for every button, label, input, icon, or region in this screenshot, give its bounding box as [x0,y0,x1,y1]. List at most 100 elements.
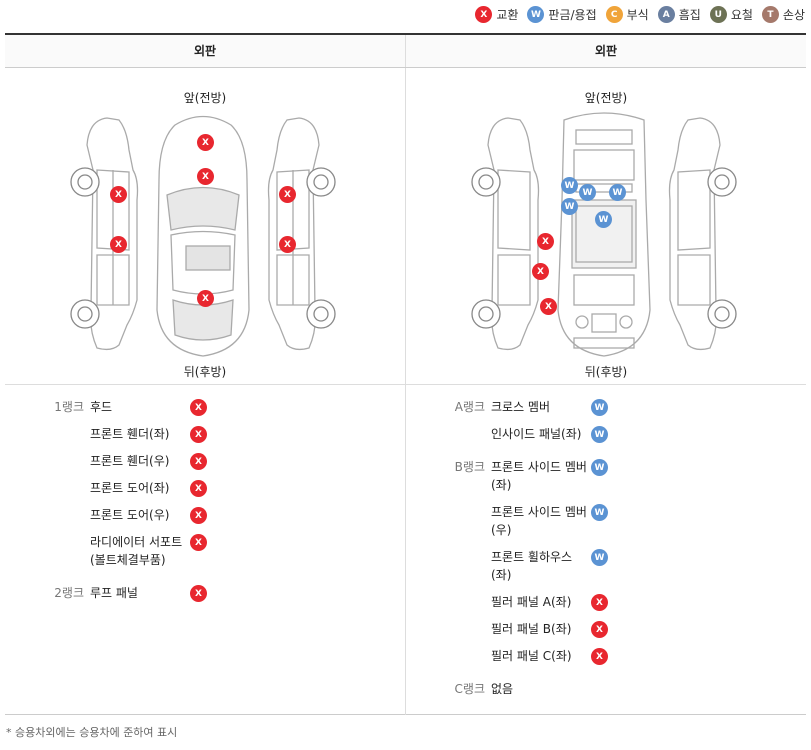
part-mark-icon: X [591,594,608,611]
part-name: 인사이드 패널(좌) [491,427,582,441]
part-row: 프론트 사이드 멤버(좌)W [491,458,608,494]
mark-hood-front-x-icon: X [197,134,214,151]
legend-symbol-icon: C [605,6,623,23]
column-header-row: 외판 외판 [5,35,806,68]
legend-symbol-icon: W [527,6,545,23]
part-mark-icon: W [591,504,608,521]
exterior-diagram: 앞(전방) [5,68,405,385]
part-name: 없음 [491,682,514,696]
mark-side-member-right-w-icon: W [609,184,626,201]
part-row: 프론트 휀더(좌) X [90,425,207,443]
part-row: 필러 패널 B(좌) X [491,620,608,638]
car-frame-illustration [471,112,737,357]
part-name: 필러 패널 B(좌) [491,622,572,636]
part-name: 프론트 휀더(우) [90,454,170,468]
part-row: 프론트 휠하우스(좌)W [491,548,608,584]
mark-pillar-c-x-icon: X [540,298,557,315]
part-row: 프론트 도어(좌) X [90,479,207,497]
part-mark-icon: X [591,648,608,665]
part-mark-icon: X [190,426,207,443]
legend-symbol-icon: X [475,6,493,23]
part-row: 프론트 도어(우) X [90,506,207,524]
part-row: 인사이드 패널(좌) W [491,425,608,443]
part-mark-icon: W [591,549,608,566]
rear-label: 뒤(후방) [584,365,628,379]
mark-door-left-x-icon: X [110,236,127,253]
part-name: 프론트 사이드 멤버(우) [491,505,587,537]
part-mark-icon: W [591,459,608,476]
part-row: 프론트 휀더(우)X [90,452,207,470]
part-row: 라디에이터 서포트(볼트체결부품) X [90,533,207,569]
legend-label: 판금/용접 [548,8,597,22]
mark-inside-panel-w-icon: W [561,198,578,215]
rank-label: 1랭크 [54,400,84,414]
mark-cross-member-w-icon: W [561,177,578,194]
part-mark-icon: X [591,621,608,638]
mark-pillar-a-x-icon: X [537,233,554,250]
inspection-table: 외판 외판 앞(전방) [5,33,806,715]
mark-door-right-x-icon: X [279,236,296,253]
left-panel-title: 외판 [193,44,217,58]
left-panel: 앞(전방) [5,68,405,715]
mark-fender-right-x-icon: X [279,186,296,203]
rank-label: A랭크 [454,400,485,414]
part-row: 후드 X [90,398,207,416]
part-name: 필러 패널 A(좌) [491,595,572,609]
part-mark-icon: X [190,480,207,497]
legend-label: 요철 [730,8,753,22]
part-mark-icon: X [190,585,207,602]
car-exterior-illustration [70,115,336,357]
part-mark-icon: W [591,399,608,416]
part-mark-icon: X [190,399,207,416]
part-mark-icon: X [190,507,207,524]
rank-label: 2랭크 [54,586,84,600]
legend-label: 부식 [626,8,649,22]
part-row: 없음 [491,680,591,698]
part-name: 프론트 도어(좌) [90,481,170,495]
mark-wheelhouse-w-icon: W [595,211,612,228]
front-label: 앞(전방) [584,91,628,105]
part-name: 후드 [90,400,113,414]
part-name: 프론트 휀더(좌) [90,427,170,441]
part-mark-icon: W [591,426,608,443]
legend-symbol-icon: T [761,6,779,23]
right-panel: 앞(전방) [405,68,806,715]
part-row: 필러 패널 C(좌) X [491,647,608,665]
legend-label: 손상 [782,8,805,22]
frame-diagram: 앞(전방) [406,68,806,385]
legend-label: 흠집 [678,8,701,22]
mark-hood-x-icon: X [197,168,214,185]
part-row: 필러 패널 A(좌) X [491,593,608,611]
right-panel-title: 외판 [405,35,806,67]
front-label: 앞(전방) [183,91,227,105]
part-mark-icon: X [190,534,207,551]
legend-label: 교환 [496,8,519,22]
part-name: 라디에이터 서포트(볼트체결부품) [90,535,183,567]
rank-label: B랭크 [454,460,485,474]
mark-roof-x-icon: X [197,290,214,307]
part-row: 프론트 사이드 멤버(우)W [491,503,608,539]
rear-label: 뒤(후방) [183,365,227,379]
footnote: * 승용차외에는 승용차에 준하여 표시 [6,726,178,739]
part-name: 프론트 도어(우) [90,508,170,522]
part-name: 필러 패널 C(좌) [491,649,572,663]
mark-side-member-left-w-icon: W [579,184,596,201]
part-name: 프론트 사이드 멤버(좌) [491,460,587,492]
mark-fender-left-x-icon: X [110,186,127,203]
